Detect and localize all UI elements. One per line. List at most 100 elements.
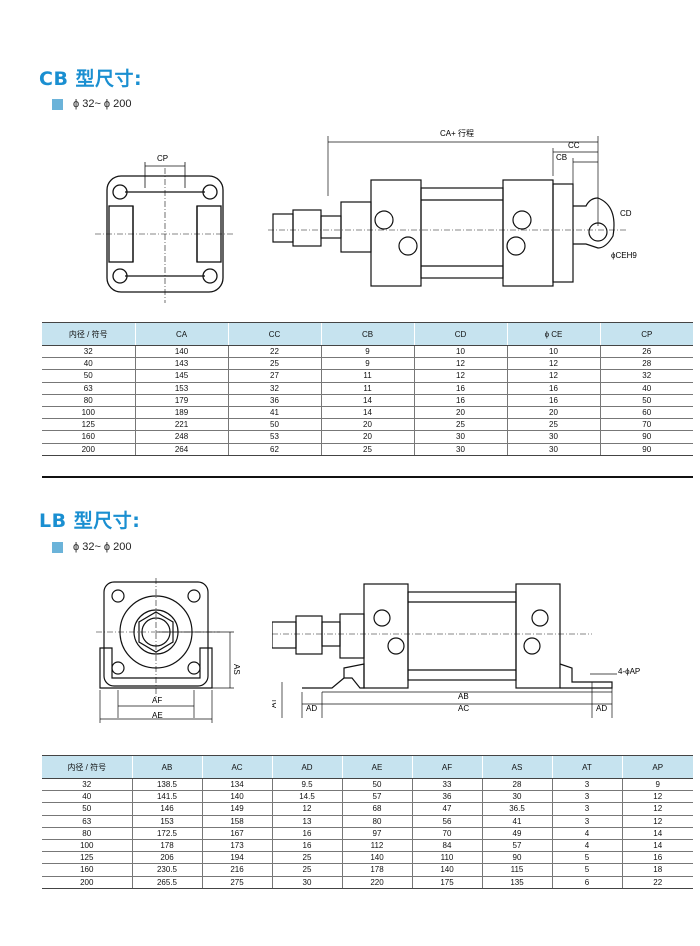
table-cell: 200 (42, 443, 135, 456)
table-cell: 25 (227, 357, 321, 371)
table-cell: 30 (413, 430, 507, 444)
range-marker-icon (52, 541, 63, 553)
cb-label-cb: CB (556, 153, 567, 162)
table-cell: 149 (201, 802, 272, 816)
lb-label-af: AF (152, 696, 162, 705)
lb-label-as: AS (232, 664, 241, 675)
table-cell: 97 (341, 827, 412, 840)
table-cell: 9 (320, 345, 414, 359)
table-cell: 49 (481, 827, 552, 840)
table-cell: 16 (506, 382, 600, 395)
table-cell: 9 (320, 357, 414, 371)
table-cell: 12 (413, 369, 507, 383)
table-cell: 40 (599, 382, 693, 395)
table-cell: 25 (413, 418, 507, 432)
cb-section-title: CB 型尺寸: (39, 68, 143, 90)
cb-label-cp: CP (157, 154, 168, 163)
lb-section-title: LB 型尺寸: (39, 510, 141, 532)
cb-label-ca: CA+ 行程 (440, 128, 474, 138)
table-cell: 22 (227, 345, 321, 359)
table-cell: 28 (599, 357, 693, 371)
table-cell: 32 (599, 369, 693, 383)
table-cell: 100 (42, 839, 132, 853)
table-cell: 80 (42, 394, 135, 407)
table-cell: 70 (599, 418, 693, 432)
lb-label-ac: AC (458, 704, 469, 713)
table-cell: 30 (506, 443, 600, 456)
table-cell: 125 (42, 418, 135, 432)
table-cell: 16 (413, 394, 507, 407)
table-cell: 16 (271, 827, 342, 840)
table-cell: 153 (131, 815, 202, 828)
table-cell: 50 (227, 418, 321, 432)
table-cell: 53 (227, 430, 321, 444)
table-cell: 265.5 (131, 876, 202, 889)
table-header-row: 内径 / 符号 CA CC CB CD ϕ CE CP (42, 322, 693, 346)
cb-side-view-drawing: CA+ 行程 CC CB CD ϕCEH9 (268, 128, 637, 287)
table-cell: 141.5 (131, 790, 202, 804)
cb-front-view-drawing: CP (95, 154, 235, 303)
table-cell: 160 (42, 430, 135, 444)
table-cell: 194 (201, 851, 272, 865)
table-cell: 175 (411, 876, 482, 889)
table-cell: 115 (481, 863, 552, 877)
table-cell: 41 (481, 815, 552, 828)
table-cell: 80 (341, 815, 412, 828)
table-cell: 27 (227, 369, 321, 383)
column-header: AB (131, 755, 202, 779)
table-cell: 16 (413, 382, 507, 395)
table-cell: 20 (413, 406, 507, 420)
table-cell: 145 (134, 369, 228, 383)
table-cell: 18 (621, 863, 693, 877)
table-cell: 12 (621, 790, 693, 804)
table-cell: 6 (551, 876, 622, 889)
table-cell: 25 (271, 863, 342, 877)
lb-side-view-drawing: AT AD AB AC AD 4-ϕAP (272, 583, 640, 718)
column-header: AS (481, 755, 552, 779)
column-header: CD (413, 322, 507, 346)
table-cell: 20 (320, 430, 414, 444)
table-cell: 14.5 (271, 790, 342, 804)
table-cell: 56 (411, 815, 482, 828)
table-cell: 57 (481, 839, 552, 853)
table-cell: 20 (320, 418, 414, 432)
table-cell: 32 (42, 345, 135, 359)
table-cell: 158 (201, 815, 272, 828)
cb-label-ceh9: ϕCEH9 (611, 251, 637, 260)
table-cell: 167 (201, 827, 272, 840)
range-marker-icon (52, 98, 63, 110)
column-header: AE (341, 755, 412, 779)
column-header: AP (621, 755, 693, 779)
table-cell: 41 (227, 406, 321, 420)
table-cell: 140 (411, 863, 482, 877)
table-cell: 125 (42, 851, 132, 865)
table-cell: 84 (411, 839, 482, 853)
table-cell: 50 (42, 802, 132, 816)
column-header: CC (227, 322, 321, 346)
lb-label-ap: 4-ϕAP (618, 667, 640, 676)
table-cell: 3 (551, 778, 622, 792)
table-cell: 100 (42, 406, 135, 420)
table-cell: 14 (320, 394, 414, 407)
table-cell: 63 (42, 815, 132, 828)
lb-front-view-drawing: AS AF AE (96, 578, 241, 723)
table-cell: 30 (506, 430, 600, 444)
table-cell: 33 (411, 778, 482, 792)
column-header: AC (201, 755, 272, 779)
table-cell: 12 (271, 802, 342, 816)
table-cell: 68 (341, 802, 412, 816)
table-cell: 70 (411, 827, 482, 840)
table-cell: 216 (201, 863, 272, 877)
table-cell: 206 (131, 851, 202, 865)
table-cell: 50 (599, 394, 693, 407)
